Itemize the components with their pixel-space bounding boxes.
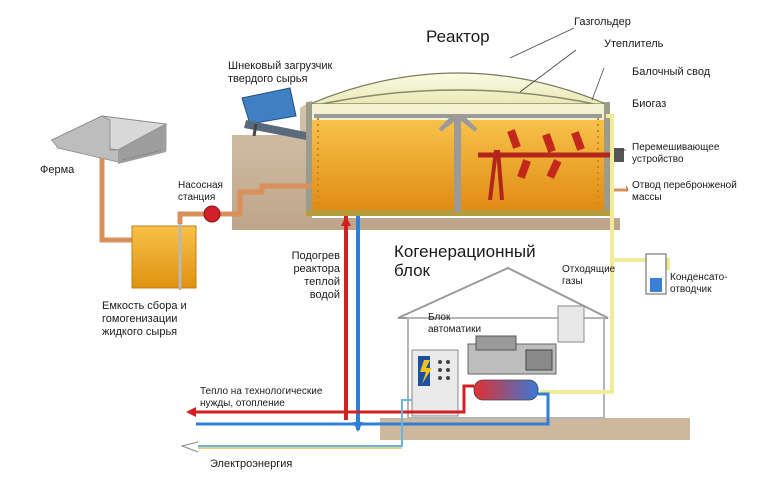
heat-exchanger <box>473 379 539 401</box>
feed-pipe-reactor <box>177 183 312 224</box>
reactor-floor <box>306 210 610 216</box>
beam-vault-label: Балочный свод <box>632 66 711 78</box>
screw-loader-label: Шнековый загрузчик твердого сырья <box>228 60 333 85</box>
pump <box>203 205 221 223</box>
power-plug <box>180 441 199 453</box>
hot-arrow-up <box>341 216 351 226</box>
exhaust-flue <box>557 305 585 343</box>
feed-pipe-farm <box>99 158 136 243</box>
farm <box>50 115 168 164</box>
mixer-label: Перемешивающее устройство <box>632 142 720 165</box>
central-column <box>454 116 461 212</box>
gas-engine <box>467 335 557 375</box>
exhaust-label: Отходящие газы <box>562 264 616 287</box>
insulation-label: Утеплитель <box>604 38 664 50</box>
reactor-wall-left <box>306 102 312 216</box>
collection-tank <box>131 222 197 290</box>
pump-station-label: Насосная станция <box>178 180 223 203</box>
building-ground <box>380 418 690 440</box>
condensate-label: Конденсато- отводчик <box>670 272 728 295</box>
leader-lines <box>509 27 629 191</box>
cogeneration-title: Когенерационный блок <box>394 242 536 280</box>
reactor-title: Реактор <box>426 27 490 46</box>
heat-out-label: Тепло на технологические нужды, отоплени… <box>200 386 323 409</box>
reactor-heating-label: Подогрев реактора теплой водой <box>291 250 340 301</box>
heat-arrow-out <box>186 407 196 417</box>
mixer <box>478 129 624 201</box>
screw-loader <box>241 87 306 140</box>
biogas-pipe-2 <box>612 258 670 270</box>
power-line <box>198 399 412 447</box>
automation-cabinet <box>411 349 459 417</box>
gas-line-inside <box>540 304 614 394</box>
reactor <box>306 72 628 216</box>
collection-tank-label: Емкость сбора и гомогенизации жидкого сы… <box>102 300 187 338</box>
automation-label: Блок автоматики <box>428 312 482 335</box>
biogas-label: Биогаз <box>632 98 667 110</box>
biogas-pipe <box>606 114 614 304</box>
gasholder-label: Газгольдер <box>574 16 631 28</box>
reactor-wall-right <box>604 102 610 216</box>
electricity-label: Электроэнергия <box>210 458 293 470</box>
condensate-trap <box>645 253 667 295</box>
reactor-dome <box>309 72 607 105</box>
digestate-out-label: Отвод перебронженой массы <box>632 180 737 203</box>
insulation-layer <box>311 89 605 107</box>
farm-label: Ферма <box>40 164 75 176</box>
heat-pipe-cold <box>196 392 550 426</box>
heat-pipe-hot <box>196 384 474 414</box>
beam-vault <box>314 113 602 132</box>
